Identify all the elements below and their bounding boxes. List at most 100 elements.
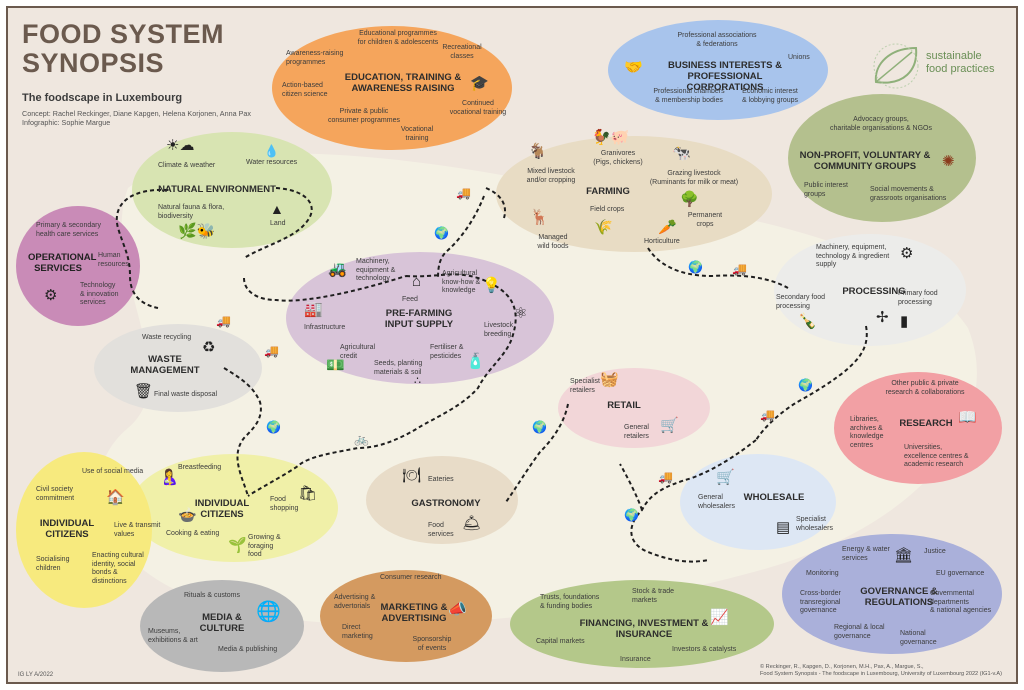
barn-icon: ⌂ (412, 273, 422, 290)
marketing-item: Direct marketing (342, 624, 373, 640)
house-people-icon: 🏠 (106, 489, 125, 506)
citizens-item: Civil society commitment (36, 486, 75, 502)
government-icon: 🏛 (894, 547, 914, 564)
financing-item: Investors & catalysts (672, 646, 737, 653)
financing-item: Trusts, foundations & funding bodies (540, 594, 600, 610)
prefarming-item: Livestock breeding (484, 322, 514, 338)
bicycle-icon: 🚲 (354, 432, 369, 446)
processing-item: Machinery, equipment, technology & ingre… (816, 244, 890, 268)
governance-cluster (782, 534, 1002, 654)
governance-title: GOVERNANCE & REGULATIONS (860, 586, 938, 608)
infrastructure-icon: 🏭 (304, 301, 323, 318)
truck-icon: 🚚 (760, 408, 775, 422)
breastfeeding-icon: 🤱 (160, 469, 179, 486)
governance-item: Cross-border transregional governance (800, 590, 841, 614)
gastronomy-cluster (366, 456, 518, 544)
tree-icon: 🌳 (680, 191, 699, 208)
nonprofit-item: Public interest groups (804, 182, 848, 198)
supply-chain-path (115, 187, 868, 563)
farming-item: Grazing livestock (Ruminants for milk or… (649, 170, 739, 186)
business-item: Professional chambers & membership bodie… (653, 88, 725, 104)
poster-title: FOOD SYSTEM SYNOPSIS (22, 19, 225, 78)
natural-cluster (132, 132, 332, 248)
farming-item: Managed wild foods (537, 234, 569, 250)
sprout-icon: 🌱 (228, 537, 247, 554)
mountain-icon: ▲ (270, 201, 284, 217)
retail-item: Specialist retailers (570, 378, 600, 394)
megaphone-icon: 📣 (448, 601, 467, 618)
business-item: Economic interest & lobbying groups (741, 88, 799, 104)
plate-icon: 🍽 (402, 467, 422, 484)
tractor-icon: 🚜 (328, 261, 347, 278)
governance-item: EU governance (936, 570, 985, 577)
cloche-icon: 🛎 (462, 515, 482, 532)
gastronomy-title: GASTRONOMY (411, 498, 481, 509)
wholesale-title: WHOLESALE (743, 492, 805, 503)
financing-item: Stock & trade markets (632, 588, 675, 604)
nonprofit-item: Social movements & grassroots organisati… (870, 186, 947, 202)
pallet-icon: ▤ (776, 519, 791, 536)
business-item: Professional associations & federations (677, 32, 757, 48)
gastronomy-item: Eateries (428, 476, 454, 483)
plants-icon: 🌿🐝 (178, 223, 216, 240)
governance-item: Regional & local governance (834, 624, 885, 640)
truck-icon: 🚚 (732, 262, 747, 276)
prefarming-item: Seeds, planting materials & soil (374, 360, 423, 376)
footer-code: IG LY A/2022 (18, 672, 54, 678)
natural-item: Water resources (246, 159, 298, 166)
marketing-item: Sponsorship of events (412, 636, 452, 652)
education-item: Private & public consumer programmes (328, 108, 400, 124)
farming-item: Mixed livestock and/or cropping (526, 168, 576, 184)
citizens-item: Live & transmit values (114, 522, 161, 538)
windmill-icon: ✢ (876, 309, 889, 326)
natural-item: Natural fauna & flora, biodiversity (158, 204, 225, 220)
retail-item: General retailers (624, 424, 649, 440)
research-item: Libraries, archives & knowledge centres (850, 416, 884, 449)
media-item: Rituals & customs (184, 592, 241, 599)
truck-icon: 🚚 (216, 314, 231, 328)
money-icon: 💵 (326, 357, 345, 374)
gear-icon: ⚙ (900, 245, 914, 262)
business-title: BUSINESS INTERESTS & PROFESSIONAL CORPOR… (667, 60, 783, 93)
citizens-item: Enacting cultural identity, social bonds… (92, 552, 144, 585)
prefarming-item: Fertiliser & pesticides (430, 344, 464, 360)
education-item: Awareness-raising programmes (286, 50, 344, 66)
chicken-pig-icon: 🐓🐖 (592, 129, 630, 146)
education-item: Continued vocational training (449, 100, 507, 116)
poster-background (16, 20, 1002, 672)
sun-cloud-icon: ☀☁ (166, 137, 195, 154)
gastronomy-item: Food services (428, 522, 454, 538)
globe-icon: 🌍 (624, 508, 639, 522)
natural-item: Climate & weather (158, 162, 216, 169)
education-item: Educational programmes for children & ad… (357, 30, 439, 46)
prefarming-item: Agricultural know-how & knowledge (442, 270, 481, 294)
operational-item: Primary & secondary health care services (36, 222, 101, 238)
basket-icon: 🧺 (600, 371, 619, 388)
education-item: Action-based citizen science (282, 82, 328, 98)
governance-item: Governmental departments & national agen… (930, 590, 992, 614)
prefarming-title: PRE-FARMING INPUT SUPPLY (384, 308, 454, 330)
cluster-blobs (16, 20, 1002, 672)
processing-item: Secondary food processing (776, 294, 826, 310)
individual-item: Growing & foraging food (248, 534, 281, 558)
molecule-icon: ⚛ (514, 305, 528, 322)
waste-item: Final waste disposal (154, 391, 218, 398)
natural-title: NATURAL ENVIRONMENT (158, 184, 276, 195)
financing-item: Capital markets (536, 638, 585, 645)
citizens-item: Socialising children (36, 556, 70, 572)
globe-icon: 🌍 (532, 420, 547, 434)
lightbulb-icon: 💡 (482, 277, 501, 294)
bin-icon: 🗑 (134, 383, 154, 400)
citizens-cluster (16, 452, 152, 608)
globe-icon: 🌍 (434, 226, 449, 240)
waste-item: Waste recycling (142, 334, 192, 341)
governance-item: Justice (924, 548, 946, 555)
prefarming-cluster (286, 252, 554, 384)
education-title: EDUCATION, TRAINING & AWARENESS RAISING (344, 72, 462, 94)
financing-title: FINANCING, INVESTMENT & INSURANCE (579, 618, 709, 640)
media-title: MEDIA & CULTURE (199, 612, 245, 634)
prefarming-item: Infrastructure (304, 324, 346, 331)
individual-cluster (130, 454, 338, 562)
prefarming-item: Agricultural credit (340, 344, 376, 360)
business-cluster (608, 20, 828, 120)
